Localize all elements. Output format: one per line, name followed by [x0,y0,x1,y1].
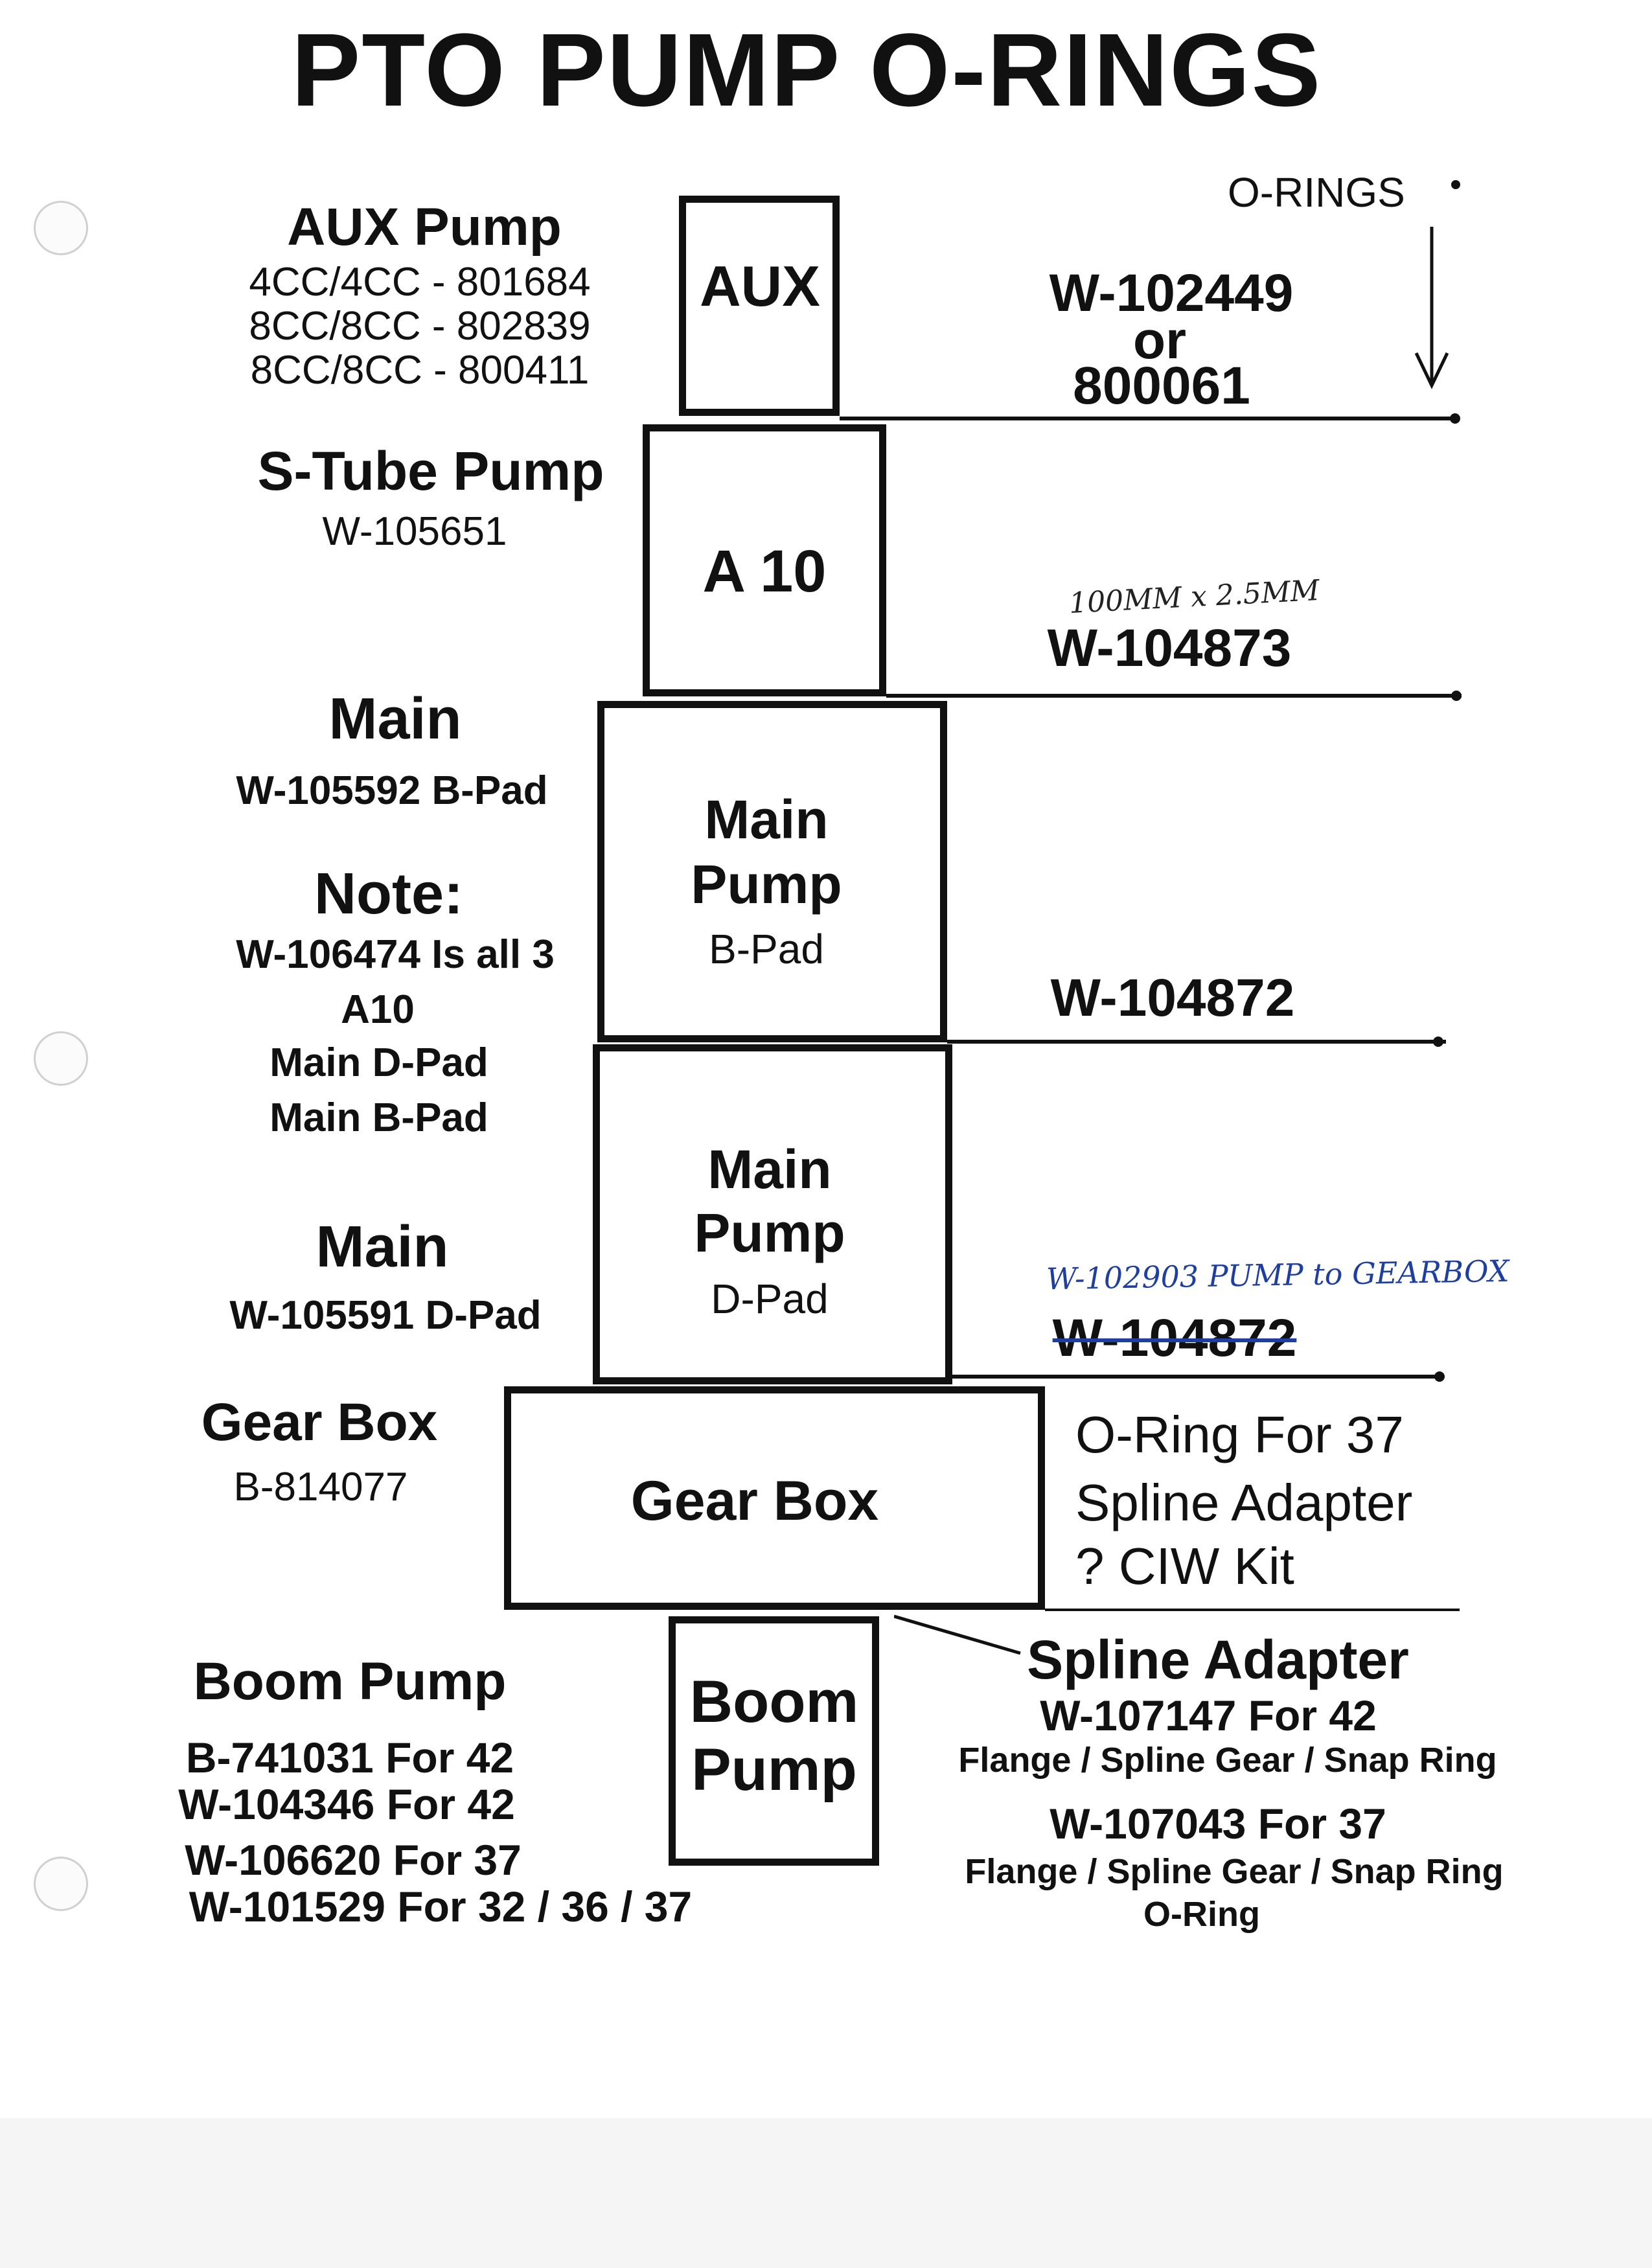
gearbox-note-line-2: Spline Adapter [1075,1474,1413,1531]
gearbox-note-line-3: ? CIW Kit [1075,1537,1294,1595]
stube-pump-heading: S-Tube Pump [257,441,604,501]
o-ring-line-4 [952,1375,1443,1379]
down-arrow-icon [1414,227,1449,389]
o-ring-line-2 [886,694,1462,698]
spline-adapter-part-1: W-107147 For 42 [1040,1691,1377,1739]
o-ring-line-1 [840,417,1455,420]
o-ring-dot-2 [1451,691,1462,701]
o-ring-dot-3 [1433,1037,1443,1047]
o-ring-dot-1 [1450,413,1460,424]
o-ring-4-struck-part: W-104872 [1052,1309,1297,1368]
binder-hole-bottom [34,1857,88,1911]
note-line-1: W-106474 Is all 3 [236,932,555,977]
boom-box-line-1: Boom [689,1669,859,1735]
o-ring-3-part: W-104872 [1050,968,1295,1027]
boom-part-1: B-741031 For 42 [185,1734,514,1781]
a10-box-label: A 10 [702,538,827,604]
main-b-box-line-1: Main [704,789,829,850]
spline-adapter-desc-1: Flange / Spline Gear / Snap Ring [958,1741,1497,1780]
spline-adapter-leader-line [894,1614,1021,1655]
boom-part-4: W-101529 For 32 / 36 / 37 [189,1883,693,1930]
stube-pump-part: W-105651 [322,509,507,554]
o-ring-line-5 [1045,1609,1460,1611]
boom-pump-box: Boom Pump [669,1616,879,1866]
gearbox-note-line-1: O-Ring For 37 [1075,1406,1404,1463]
note-line-2: A10 [341,987,415,1032]
binder-hole-middle [34,1031,88,1086]
main-b-heading: Main [328,687,462,751]
gearbox-part: B-814077 [233,1465,408,1509]
page-title: PTO PUMP O-RINGS [291,12,1322,128]
main-b-part: W-105592 B-Pad [236,768,548,813]
o-rings-label: O-RINGS [1228,169,1405,216]
aux-pump-box: AUX [679,196,840,416]
boom-box-line-2: Pump [691,1737,857,1803]
note-line-3: Main D-Pad [270,1040,488,1085]
gearbox-heading: Gear Box [201,1393,438,1452]
main-b-box-line-2: Pump [691,854,842,915]
aux-pump-part-1: 4CC/4CC - 801684 [249,260,591,304]
a10-pump-box: A 10 [643,424,886,696]
boom-part-3: W-106620 For 37 [185,1836,522,1884]
main-d-heading: Main [315,1215,449,1279]
note-heading: Note: [314,862,463,926]
aux-pump-part-2: 8CC/8CC - 802839 [249,304,591,349]
binder-hole-top [34,201,88,255]
o-ring-dot-4 [1434,1371,1445,1382]
main-pump-d-pad-box: Main Pump D-Pad [593,1044,952,1384]
main-d-box-line-3: D-Pad [711,1276,829,1322]
o-ring-2-handwritten-size: 100MM x 2.5MM [1068,573,1321,621]
o-ring-1-alt-part: 800061 [1073,356,1250,415]
spline-adapter-desc-3: O-Ring [1143,1895,1260,1934]
scan-bottom-margin [0,2118,1652,2268]
o-ring-1-or: or [1133,311,1186,370]
o-ring-4-handwritten-part: W-102903 PUMP to GEARBOX [1046,1253,1509,1297]
o-ring-2-part: W-104873 [1047,619,1292,678]
spline-adapter-part-2: W-107043 For 37 [1050,1800,1386,1848]
main-pump-b-pad-box: Main Pump B-Pad [597,701,947,1042]
boom-part-2: W-104346 For 42 [178,1780,515,1828]
aux-pump-heading: AUX Pump [287,198,562,257]
aux-box-label: AUX [700,254,820,318]
o-ring-1-part: W-102449 [1049,264,1294,323]
boom-pump-heading: Boom Pump [193,1652,507,1711]
main-d-box-line-2: Pump [694,1202,845,1263]
spline-adapter-desc-2: Flange / Spline Gear / Snap Ring [965,1852,1504,1891]
gearbox-box-label: Gear Box [630,1470,879,1532]
main-d-box-line-1: Main [707,1139,832,1200]
main-d-part: W-105591 D-Pad [229,1293,542,1338]
note-line-4: Main B-Pad [270,1095,488,1140]
main-b-box-line-3: B-Pad [709,926,824,972]
o-ring-line-3 [947,1040,1446,1044]
gearbox-box: Gear Box [504,1386,1045,1610]
spline-adapter-heading: Spline Adapter [1027,1629,1409,1690]
o-rings-bullet [1451,180,1460,189]
aux-pump-part-3: 8CC/8CC - 800411 [250,348,590,393]
